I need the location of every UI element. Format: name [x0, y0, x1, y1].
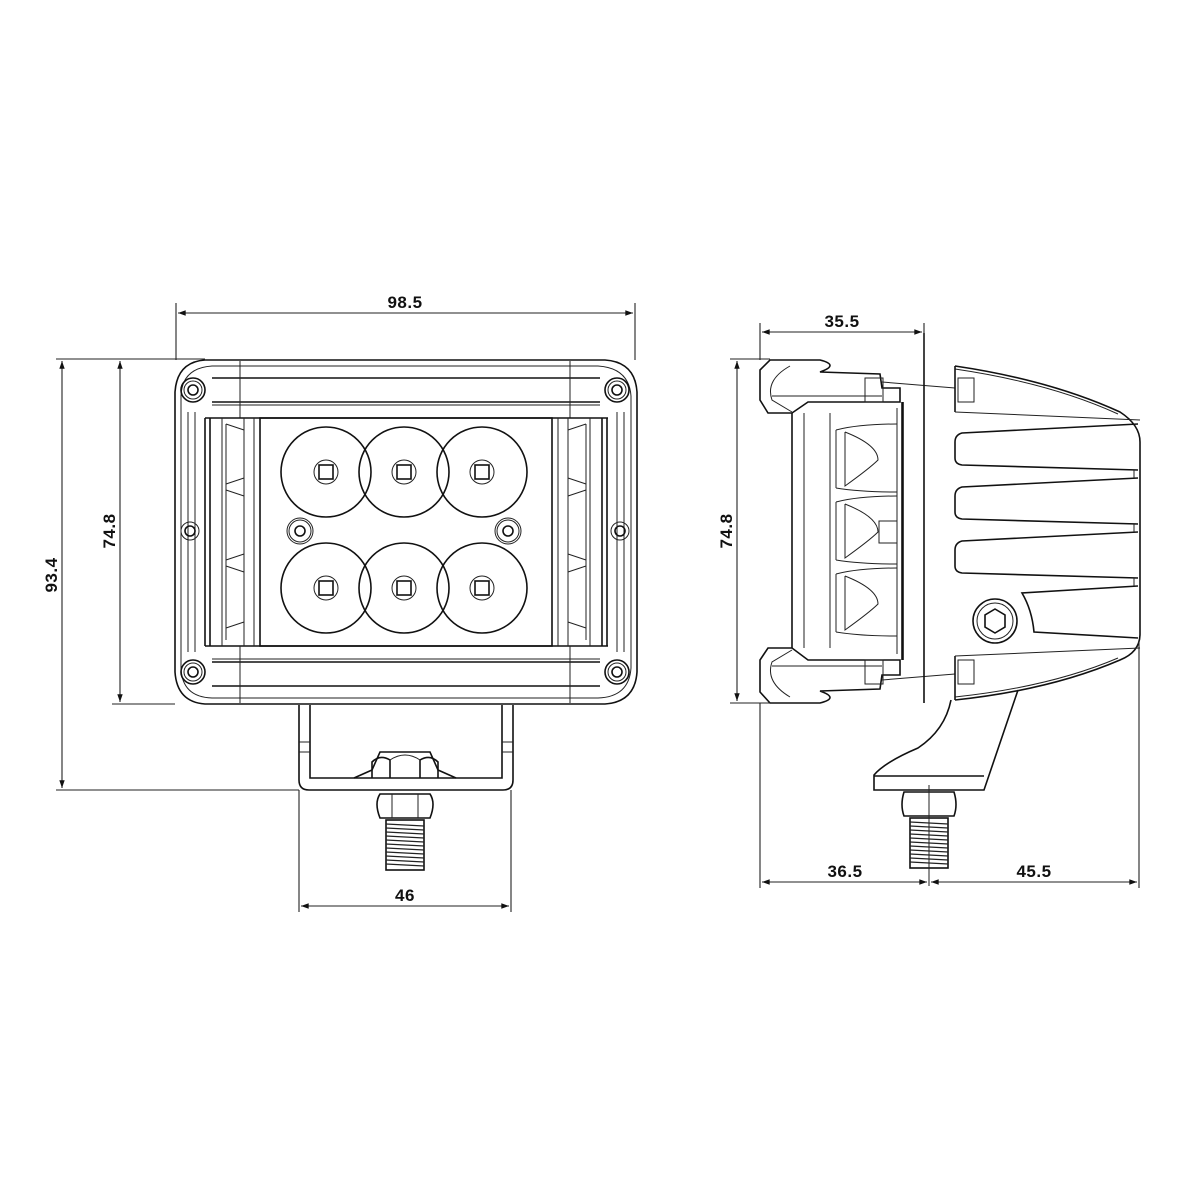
dim-label-74-8-side: 74.8 [717, 513, 736, 548]
dim-label-74-8-front: 74.8 [100, 513, 119, 548]
mounting-bolt-front [376, 793, 434, 871]
dim-label-93-4: 93.4 [42, 557, 61, 592]
heatsink-fin-4 [1020, 585, 1139, 639]
dim-label-35-5: 35.5 [824, 312, 859, 331]
screw-top-right [604, 377, 630, 403]
corner-screws [180, 377, 630, 685]
screw-bottom-left [180, 659, 206, 685]
dim-bracket-width: 46 [298, 790, 512, 912]
side-led-2 [835, 495, 898, 565]
pivot-bolt [972, 598, 1018, 644]
led-5 [358, 542, 450, 634]
side-led-3 [835, 567, 898, 637]
heatsink-fin-1 [954, 423, 1139, 471]
dim-label-46: 46 [395, 886, 415, 905]
dim-bezel-depth: 35.5 [759, 312, 925, 360]
heatsink-fin-3 [954, 531, 1139, 579]
side-view: 35.5 74.8 36.5 45.5 [717, 312, 1141, 888]
dim-front-to-bolt: 36.5 [759, 703, 928, 888]
screw-top-left [180, 377, 206, 403]
lens-screw-left [286, 517, 314, 545]
bottom-rail [205, 645, 608, 703]
dim-overall-height: 93.4 [42, 358, 299, 791]
led-1 [280, 426, 372, 518]
top-rail [205, 361, 608, 419]
dim-side-housing-height: 74.8 [717, 358, 770, 704]
dim-label-45-5: 45.5 [1016, 862, 1051, 881]
screw-bottom-right [604, 659, 630, 685]
side-lens-block [791, 402, 904, 660]
front-housing-outline [174, 359, 638, 705]
lens-panel [259, 417, 553, 647]
screw-mid-left [180, 521, 200, 541]
led-2 [358, 426, 450, 518]
side-led-array [835, 423, 898, 637]
front-view: 98.5 74.8 93.4 46 [42, 293, 638, 912]
screw-mid-right [610, 521, 630, 541]
mounting-bolt-side [901, 785, 957, 886]
bezel-bottom [759, 647, 956, 704]
lens-screw-right [494, 517, 522, 545]
dim-label-98-5: 98.5 [387, 293, 422, 312]
bezel-top [759, 359, 956, 414]
side-led-1 [835, 423, 898, 493]
dim-front-housing-height: 74.8 [100, 358, 205, 705]
heatsink-housing [954, 365, 1141, 701]
dim-label-36-5: 36.5 [827, 862, 862, 881]
dim-overall-width: 98.5 [175, 293, 636, 360]
left-side-frame [187, 412, 255, 652]
heatsink-fin-2 [954, 477, 1139, 525]
mounting-bracket-side [873, 689, 1019, 791]
led-4 [280, 542, 372, 634]
led-3 [436, 426, 528, 518]
right-side-frame [557, 412, 625, 652]
led-6 [436, 542, 528, 634]
mounting-bracket-front [298, 705, 514, 791]
led-array [280, 426, 528, 634]
dim-bolt-to-rear: 45.5 [930, 640, 1140, 888]
